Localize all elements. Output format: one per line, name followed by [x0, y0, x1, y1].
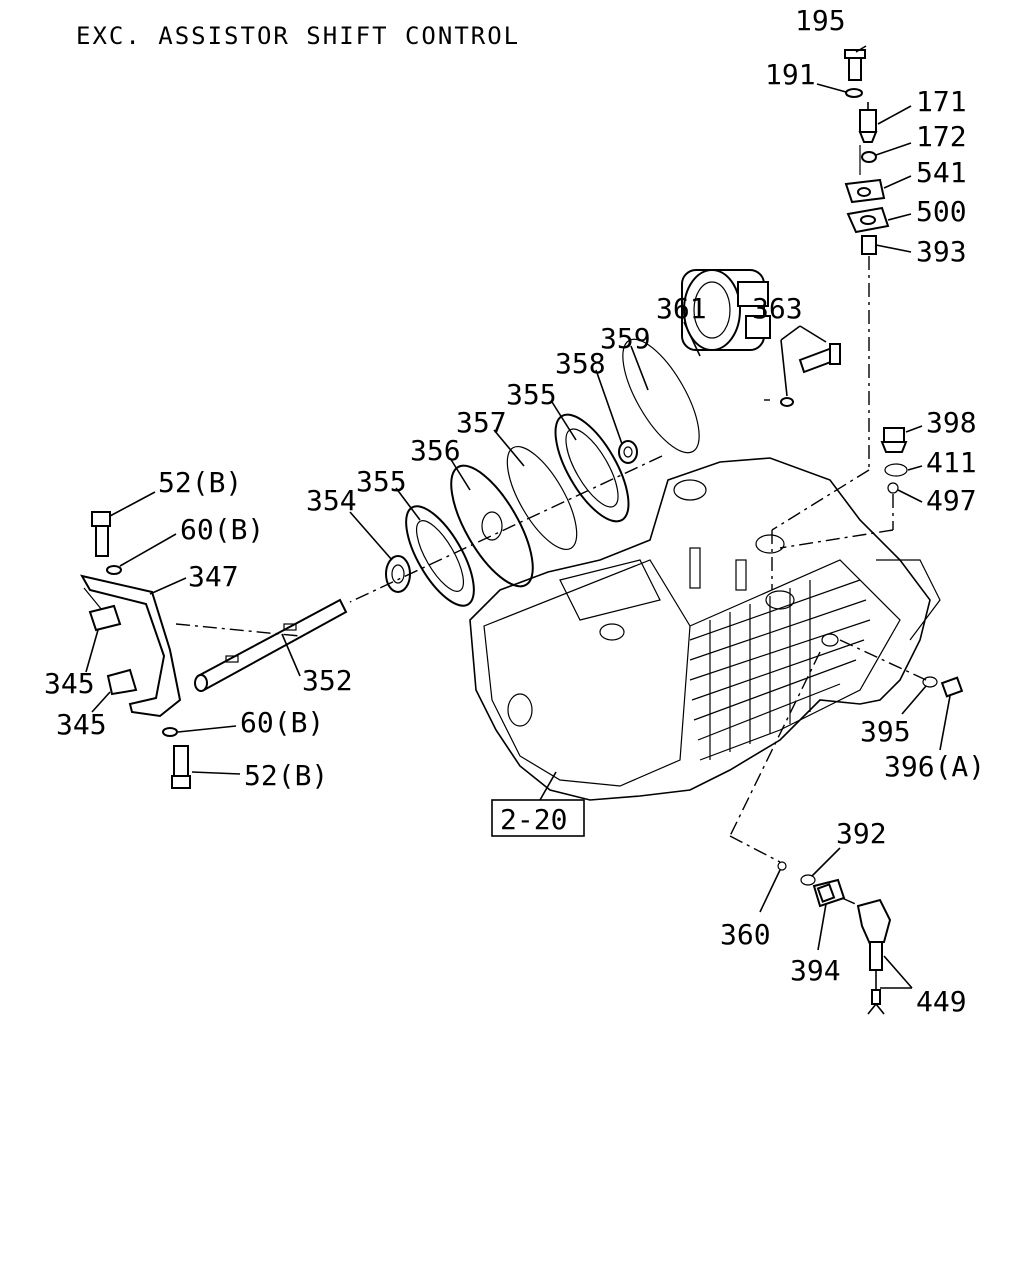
- nut-358: [618, 440, 638, 464]
- label-497: 497: [926, 484, 977, 517]
- plug-398: [880, 427, 908, 453]
- connector-449: [856, 898, 892, 1015]
- label-541: 541: [916, 156, 967, 189]
- label-172: 172: [916, 120, 967, 153]
- washer-191: [845, 88, 863, 98]
- shaft-352: [194, 598, 348, 692]
- fork-347: [80, 574, 182, 718]
- seal-355-upper: [554, 413, 630, 523]
- label-60b-top: 60(B): [180, 513, 264, 546]
- oring-392: [800, 874, 816, 886]
- label-361: 361: [656, 292, 707, 325]
- bracket-541: [844, 178, 886, 204]
- label-345-lower: 345: [56, 708, 107, 741]
- label-393: 393: [916, 235, 967, 268]
- ring-357: [506, 445, 578, 551]
- disc-356: [450, 464, 534, 588]
- label-52b-bottom: 52(B): [244, 759, 328, 792]
- label-396a: 396(A): [884, 750, 985, 783]
- label-355-lower: 355: [356, 465, 407, 498]
- label-52b-top: 52(B): [158, 466, 242, 499]
- label-398: 398: [926, 406, 977, 439]
- switch-394: [812, 878, 846, 908]
- pad-345-lower: [106, 668, 138, 696]
- label-356: 356: [410, 434, 461, 467]
- label-392: 392: [836, 817, 887, 850]
- bolt-363: [780, 343, 841, 407]
- reference-box-label: 2-20: [500, 803, 567, 836]
- sleeve-393: [861, 235, 877, 255]
- ball-497: [887, 482, 899, 494]
- label-352: 352: [302, 664, 353, 697]
- label-347: 347: [188, 560, 239, 593]
- switch-171: [858, 102, 878, 143]
- transmission-case: [469, 457, 941, 801]
- label-355-upper: 355: [506, 378, 557, 411]
- pad-345-upper: [88, 604, 122, 632]
- housing-361: [681, 269, 771, 351]
- label-345-upper: 345: [44, 667, 95, 700]
- label-195: 195: [795, 4, 846, 37]
- label-358: 358: [555, 347, 606, 380]
- seal-355-lower: [405, 505, 475, 607]
- label-191: 191: [765, 58, 816, 91]
- oring-395: [922, 676, 938, 688]
- bolt-52b-top: [91, 511, 111, 557]
- label-411: 411: [926, 446, 977, 479]
- label-171: 171: [916, 85, 967, 118]
- label-449: 449: [916, 985, 967, 1018]
- label-500: 500: [916, 195, 967, 228]
- label-60b-bottom: 60(B): [240, 706, 324, 739]
- bushing-354: [385, 555, 411, 593]
- washer-60b-bottom: [162, 727, 178, 737]
- diagram-title: EXC. ASSISTOR SHIFT CONTROL: [76, 22, 520, 50]
- label-394: 394: [790, 954, 841, 987]
- oring-411: [884, 463, 908, 477]
- label-357: 357: [456, 406, 507, 439]
- bolt-52b-bottom: [171, 745, 191, 789]
- oring-172: [861, 151, 877, 163]
- ball-360: [777, 861, 787, 871]
- label-395: 395: [860, 715, 911, 748]
- reference-box: [491, 799, 585, 837]
- label-354: 354: [306, 484, 357, 517]
- oring-359: [622, 338, 700, 454]
- plug-396a: [940, 676, 964, 698]
- label-363: 363: [752, 292, 803, 325]
- gasket-500: [846, 206, 890, 234]
- bolt-195: [844, 49, 866, 81]
- label-360: 360: [720, 918, 771, 951]
- label-359: 359: [600, 322, 651, 355]
- washer-60b-top: [106, 565, 122, 575]
